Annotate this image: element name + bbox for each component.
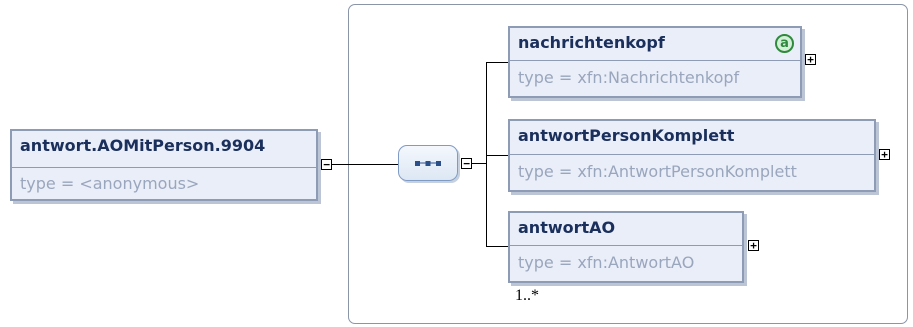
child-element-type: type = xfn:AntwortAO xyxy=(518,253,695,272)
root-collapse-toggle[interactable]: − xyxy=(321,159,332,170)
connector-branch-antwortpersonkomplett xyxy=(486,155,508,156)
connector-branch-antwortao xyxy=(486,246,508,247)
child-element-name: antwortPersonKomplett xyxy=(518,126,735,145)
connector-sequence-stub xyxy=(472,163,486,164)
sequence-icon xyxy=(415,161,441,166)
connector-root-to-sequence xyxy=(332,164,398,165)
attribute-icon: a xyxy=(775,34,794,53)
child-element-divider xyxy=(510,245,742,246)
child-element-name: nachrichtenkopf xyxy=(518,33,665,52)
child-element-type: type = xfn:AntwortPersonKomplett xyxy=(518,162,797,181)
child-element-divider xyxy=(510,154,874,155)
sequence-collapse-toggle[interactable]: − xyxy=(461,158,472,169)
antwortpersonkomplett-expand-toggle[interactable]: + xyxy=(879,149,890,160)
sequence-compositor[interactable] xyxy=(398,145,458,181)
child-element-antwortpersonkomplett[interactable]: antwortPersonKomplett type = xfn:Antwort… xyxy=(508,119,876,192)
root-element-box[interactable]: antwort.AOMitPerson.9904 type = <anonymo… xyxy=(10,129,318,201)
child-element-name: antwortAO xyxy=(518,218,616,237)
child-element-type: type = xfn:Nachrichtenkopf xyxy=(518,68,740,87)
connector-branch-nachrichtenkopf xyxy=(486,62,508,63)
cardinality-label: 1..* xyxy=(515,287,539,304)
antwortao-expand-toggle[interactable]: + xyxy=(748,240,759,251)
child-element-divider xyxy=(510,60,800,61)
root-element-type: type = <anonymous> xyxy=(20,174,200,193)
child-element-antwortao[interactable]: antwortAO type = xfn:AntwortAO xyxy=(508,211,744,283)
nachrichtenkopf-expand-toggle[interactable]: + xyxy=(805,54,816,65)
root-element-divider xyxy=(12,167,316,168)
root-element-name: antwort.AOMitPerson.9904 xyxy=(20,136,266,155)
connector-branch-vertical xyxy=(486,62,487,246)
child-element-nachrichtenkopf[interactable]: nachrichtenkopf a type = xfn:Nachrichten… xyxy=(508,26,802,98)
